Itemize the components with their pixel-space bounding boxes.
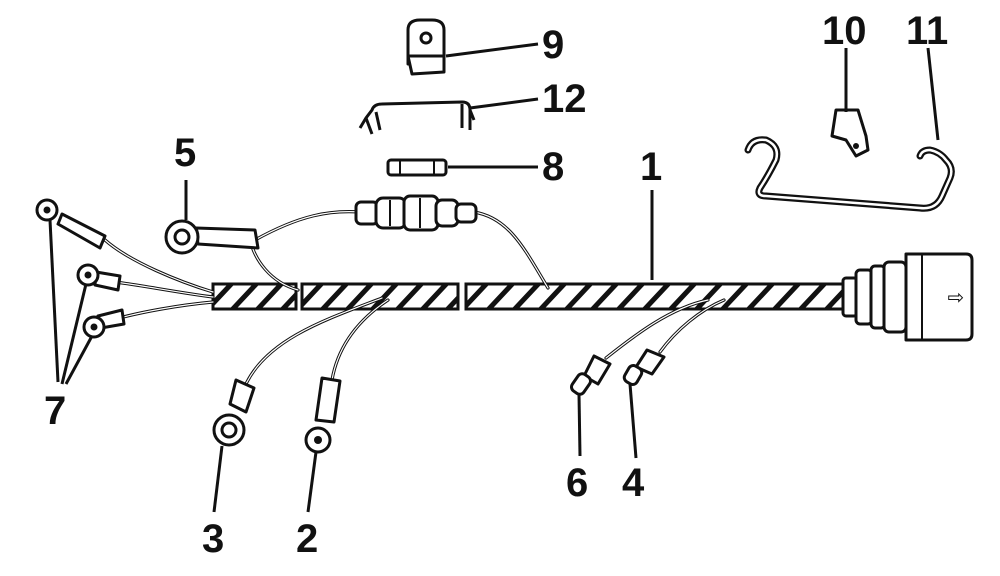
- leader-lines: [48, 42, 940, 513]
- ring-terminal-wires-7: [35, 198, 215, 339]
- bullet-lead-4: [622, 298, 726, 386]
- ring-terminal: [82, 315, 106, 339]
- bullet-lead-6: [569, 298, 710, 396]
- harness-connector-plug: ⇨: [841, 252, 974, 342]
- callout-7: 7: [44, 389, 66, 433]
- ring-terminal: [164, 219, 200, 255]
- ring-terminal: [35, 198, 59, 222]
- harness-sleeve-segment: [300, 282, 460, 311]
- callout-6: 6: [566, 461, 588, 505]
- ring-terminal-lead-3: [212, 296, 384, 447]
- fused-lead-5: [164, 194, 550, 292]
- main-harness: [211, 282, 846, 311]
- fuse-8: [386, 158, 448, 177]
- callout-10: 10: [822, 9, 867, 53]
- callout-5: 5: [174, 131, 196, 175]
- bracket-10: [830, 108, 870, 158]
- callout-numbers: 9 12 8 5 1 10 11 7 3 2 6 4: [44, 9, 948, 561]
- ring-terminal: [212, 413, 246, 447]
- callout-11: 11: [906, 9, 948, 53]
- callout-1: 1: [640, 145, 662, 189]
- connector-arrow-icon: ⇨: [948, 285, 965, 309]
- staple-clip-12: [358, 100, 476, 135]
- callout-12: 12: [542, 77, 587, 121]
- callout-9: 9: [542, 23, 564, 67]
- callout-3: 3: [202, 517, 224, 561]
- retaining-bar-11: [744, 136, 955, 212]
- ring-terminal: [76, 263, 100, 287]
- ring-terminal-lead-2: [304, 298, 390, 454]
- callout-4: 4: [622, 461, 645, 505]
- harness-sleeve-segment: [211, 282, 298, 311]
- callout-2: 2: [296, 517, 318, 561]
- ring-terminal: [304, 426, 332, 454]
- clamp-9: [406, 18, 446, 76]
- harness-sleeve-segment: [464, 282, 846, 311]
- inline-fuse-holder: [354, 194, 478, 232]
- callout-8: 8: [542, 145, 564, 189]
